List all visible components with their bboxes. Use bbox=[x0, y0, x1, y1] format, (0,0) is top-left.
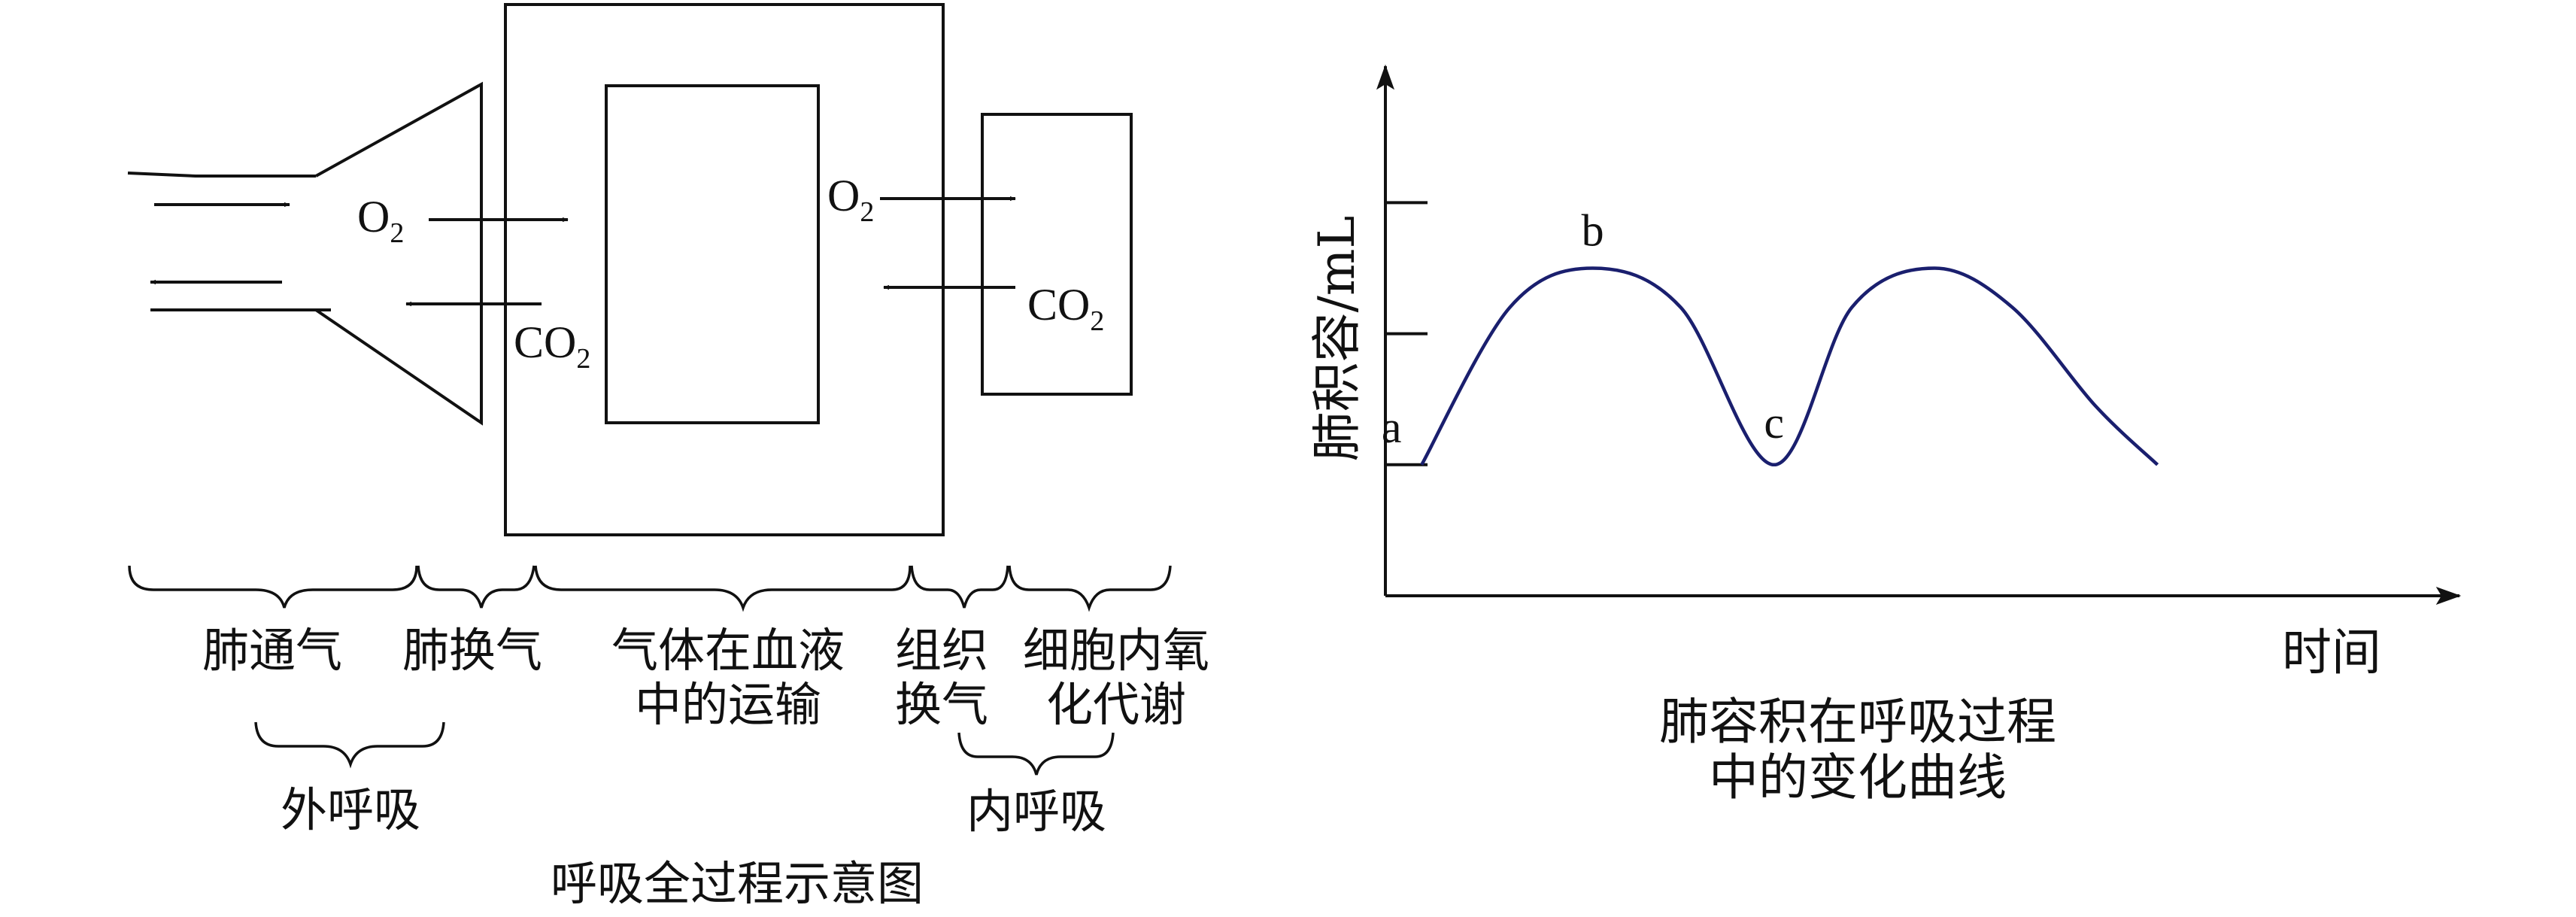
brace-tissue-exchange bbox=[910, 565, 1009, 609]
stage-label-blood-transport-line2: 中的运输 bbox=[635, 677, 821, 732]
chart-caption-line1: 肺容积在呼吸过程 bbox=[1659, 693, 2056, 751]
chart-caption-line2: 中的变化曲线 bbox=[1709, 748, 2007, 806]
blood-compartment-box bbox=[504, 3, 945, 536]
respiration-process-diagram: O2 CO2 O2 CO2 肺通气 肺换气 气体在血液 中的运输 组织 换气 细… bbox=[127, 3, 1209, 911]
airway-top-line bbox=[127, 172, 316, 178]
point-labels: a b c bbox=[1382, 205, 1784, 451]
brace-external-respiration bbox=[254, 721, 445, 769]
lung-volume-chart: a b c 肺积容/mL 时间 肺容积在呼吸过程 中的变化曲线 bbox=[1308, 64, 2462, 806]
y-axis-label: 肺积容/mL bbox=[1308, 216, 1366, 462]
stage-label-pulmonary-ventilation: 肺通气 bbox=[202, 623, 342, 678]
group-label-internal-respiration: 内呼吸 bbox=[966, 784, 1106, 839]
brace-internal-respiration bbox=[957, 732, 1115, 776]
brace-blood-transport bbox=[534, 565, 912, 612]
co2-right-label: CO2 bbox=[1027, 280, 1104, 337]
o2-right-label: O2 bbox=[827, 171, 874, 228]
left-diagram-caption: 呼吸全过程示意图 bbox=[551, 856, 924, 911]
brace-pulmonary-ventilation bbox=[128, 565, 418, 609]
y-ticks bbox=[1385, 201, 1428, 466]
stage-label-blood-transport-line1: 气体在血液 bbox=[611, 623, 845, 678]
stage-label-pulmonary-exchange: 肺换气 bbox=[402, 623, 542, 678]
group-label-external-respiration: 外呼吸 bbox=[281, 782, 420, 837]
stage-label-cell-metabolism-line1: 细胞内氧 bbox=[1023, 623, 1209, 678]
co2-left-label: CO2 bbox=[514, 317, 590, 375]
point-label-b: b bbox=[1582, 205, 1604, 255]
o2-left-label: O2 bbox=[357, 192, 404, 249]
tissue-cell-box bbox=[981, 113, 1133, 396]
x-axis-label: 时间 bbox=[2282, 624, 2381, 682]
brace-cell-metabolism bbox=[1008, 565, 1172, 612]
stage-label-tissue-exchange-line1: 组织 bbox=[895, 623, 988, 678]
lung-funnel bbox=[314, 81, 483, 426]
blood-inner-box bbox=[605, 84, 820, 424]
point-label-a: a bbox=[1382, 402, 1402, 452]
brace-pulmonary-exchange bbox=[417, 565, 536, 609]
stage-label-tissue-exchange-line2: 换气 bbox=[895, 677, 988, 732]
point-label-c: c bbox=[1764, 398, 1784, 448]
lung-volume-curve bbox=[1420, 266, 2159, 467]
stage-label-cell-metabolism-line2: 化代谢 bbox=[1046, 677, 1186, 732]
